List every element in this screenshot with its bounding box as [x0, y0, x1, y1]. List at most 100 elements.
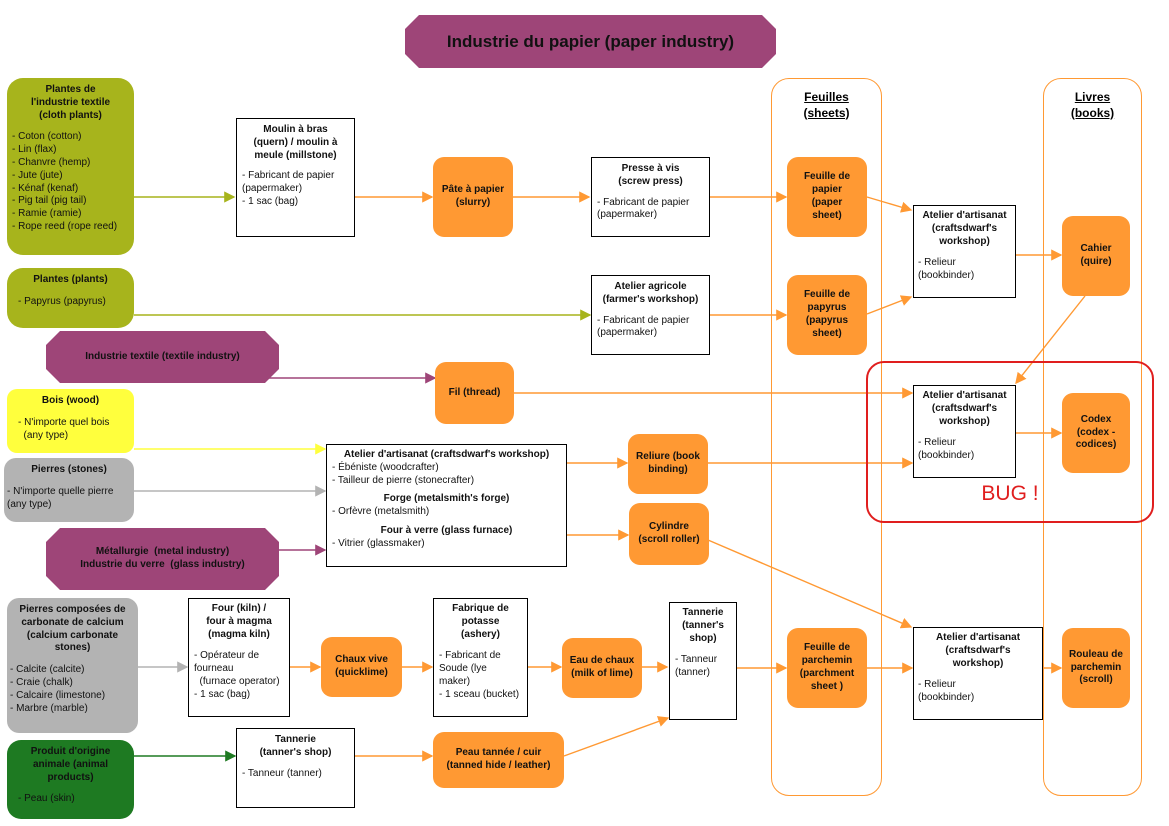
- wood-node: Bois (wood) - N'importe quel bois (any t…: [7, 389, 134, 453]
- quicklime-label-line: (quicklime): [335, 667, 388, 678]
- forge-section-title: Forge (metalsmith's forge): [383, 493, 510, 505]
- press-item: (papermaker): [597, 209, 658, 221]
- press-title: Presse à vis (screw press): [597, 163, 704, 189]
- binder3-item: - Relieur: [918, 679, 956, 691]
- edge-hide-to-tannermid: [563, 716, 670, 757]
- sheets-title-en: (sheets): [803, 105, 850, 120]
- quire-label-line: (quire): [1080, 256, 1112, 267]
- plants-node: Plantes (plants) - Papyrus (papyrus): [7, 268, 134, 328]
- binder3-item: (bookbinder): [918, 692, 975, 704]
- binder3-title-line: workshop): [952, 657, 1004, 669]
- parchment-sheet-label-line: parchemin: [801, 655, 853, 667]
- milk-label-line: (milk of lime): [571, 668, 633, 679]
- crafts-item: - Tailleur de pierre (stonecrafter): [332, 474, 475, 486]
- press-title-line: (screw press): [618, 175, 683, 187]
- cloth-plant-item: - Jute (jute): [12, 169, 63, 181]
- thread-product: Fil (thread): [435, 362, 514, 424]
- press-title-line: Presse à vis: [621, 163, 680, 174]
- wood-item: - N'importe quel bois: [18, 416, 110, 428]
- hide-label-line: Peau tannée / cuir: [455, 747, 542, 759]
- scroll-product: Rouleau de parchemin (scroll): [1062, 628, 1130, 708]
- sheets-column: [771, 78, 882, 796]
- tanned-hide-product: Peau tannée / cuir (tanned hide / leathe…: [433, 732, 564, 788]
- stones-item: (any type): [7, 498, 52, 510]
- papyrus-sheet-label-line: (papyrus: [805, 315, 849, 326]
- stones-node: Pierres (stones) - N'importe quelle pier…: [4, 458, 134, 522]
- parchment-sheet-label-line: (parchment: [799, 668, 855, 679]
- binder2-title-line: workshop): [939, 415, 990, 427]
- kiln-title-line: four à magma: [206, 615, 272, 627]
- binder1-title-line: (craftsdwarf's: [931, 222, 998, 234]
- diagram-title: Industrie du papier (paper industry): [405, 15, 776, 68]
- tannery-low-title: Tannerie (tanner's shop): [242, 734, 349, 760]
- slurry-label-line: Pâte à papier: [441, 184, 505, 196]
- crafts-section-title: Atelier d'artisanat (craftsdwarf's works…: [343, 449, 550, 460]
- ashery-title-line: Fabrique de: [452, 603, 509, 614]
- tannery-mid-title-line: Tannerie: [682, 607, 724, 618]
- animal-title-line: Produit d'origine: [30, 746, 111, 757]
- tannery-mid-title: Tannerie (tanner's shop): [675, 607, 731, 645]
- tannery-mid-item: (tanner): [675, 667, 711, 679]
- calcium-stones-node: Pierres composées de carbonate de calciu…: [7, 598, 138, 733]
- cloth-plant-item: - Lin (flax): [12, 144, 57, 156]
- books-title-fr: Livres: [1074, 90, 1111, 104]
- binder1-item: - Relieur: [918, 257, 956, 269]
- crafts-forge-furnace-node: Atelier d'artisanat (craftsdwarf's works…: [326, 444, 567, 567]
- papyrus-sheet-label-line: sheet): [812, 327, 842, 339]
- scroll-roller-product: Cylindre (scroll roller): [629, 503, 709, 565]
- bug-highlight: [866, 361, 1154, 523]
- press-item: - Fabricant de papier: [597, 196, 690, 208]
- codex-label-line: Codex: [1080, 413, 1112, 425]
- cloth-plant-item: - Pig tail (pig tail): [12, 195, 87, 207]
- animal-item: - Peau (skin): [18, 793, 75, 805]
- farmer-item: (papermaker): [597, 327, 658, 339]
- farmer-title-line: (farmer's workshop): [602, 293, 699, 305]
- farmer-workshop-node: Atelier agricole (farmer's workshop) - F…: [591, 275, 710, 355]
- quern-item: (papermaker): [242, 183, 303, 195]
- calcium-item: - Marbre (marble): [10, 702, 88, 714]
- cloth-plants-node: Plantes de l'industrie textile (cloth pl…: [7, 78, 134, 255]
- animal-products-node: Produit d'origine animale (animal produc…: [7, 740, 134, 819]
- diagram-title-text: Industrie du papier (paper industry): [446, 31, 735, 51]
- quern-title-line: Moulin à bras: [263, 124, 328, 135]
- cloth-plants-title-line: (cloth plants): [39, 109, 102, 121]
- scroll-label-line: Rouleau de: [1069, 648, 1123, 660]
- forge-item: - Orfèvre (metalsmith): [332, 506, 430, 518]
- bookbinder-workshop-3: Atelier d'artisanat (craftsdwarf's works…: [913, 627, 1043, 720]
- binder3-title-line: Atelier d'artisanat: [935, 632, 1021, 643]
- hide-label-line: (tanned hide / leather): [446, 760, 551, 771]
- calcium-stones-title: Pierres composées de carbonate de calciu…: [10, 604, 135, 655]
- paper-sheet-label-line: papier: [811, 184, 842, 196]
- binder3-title: Atelier d'artisanat (craftsdwarf's works…: [918, 632, 1038, 670]
- binder1-item: (bookbinder): [918, 270, 975, 282]
- calcium-title-line: Pierres composées de: [19, 604, 126, 615]
- papyrus-sheet-label-line: papyrus: [807, 302, 847, 314]
- animal-title-line: animale (animal: [32, 758, 109, 770]
- milk-of-lime-product: Eau de chaux (milk of lime): [562, 638, 642, 698]
- quern-title-line: meule (millstone): [254, 149, 337, 161]
- binder2-title: Atelier d'artisanat (craftsdwarf's works…: [918, 390, 1011, 428]
- ashery-node: Fabrique de potasse (ashery) - Fabricant…: [433, 598, 528, 717]
- wood-item: (any type): [18, 429, 69, 441]
- quern-item: - Fabricant de papier: [242, 170, 335, 182]
- ashery-title-line: (ashery): [461, 628, 500, 640]
- tannery-mid-item: - Tanneur: [675, 654, 718, 666]
- kiln-title-line: Four (kiln) /: [211, 603, 267, 614]
- sheets-column-title: Feuilles (sheets): [771, 90, 882, 121]
- kiln-item: - Opérateur de: [194, 650, 260, 662]
- roller-label-line: (scroll roller): [638, 534, 700, 545]
- edge-papersheet-to-binder1: [866, 196, 913, 213]
- papyrus-sheet-product: Feuille de papyrus (papyrus sheet): [787, 275, 867, 355]
- sheets-title-fr: Feuilles: [804, 90, 849, 104]
- codex-label-line: codices): [1075, 439, 1117, 451]
- papyrus-sheet-label-line: Feuille de: [803, 289, 851, 301]
- edge-papyrussheet-to-binder1: [866, 295, 913, 315]
- calcium-title-line: carbonate de calcium: [21, 616, 124, 628]
- calcium-item: - Calcaire (limestone): [10, 689, 106, 701]
- wood-title: Bois (wood): [41, 395, 100, 406]
- roller-label-line: Cylindre: [648, 521, 689, 533]
- bookbinder-workshop-1: Atelier d'artisanat (craftsdwarf's works…: [913, 205, 1016, 298]
- tannery-low-node: Tannerie (tanner's shop) - Tanneur (tann…: [236, 728, 355, 808]
- animal-title-line: products): [47, 771, 94, 783]
